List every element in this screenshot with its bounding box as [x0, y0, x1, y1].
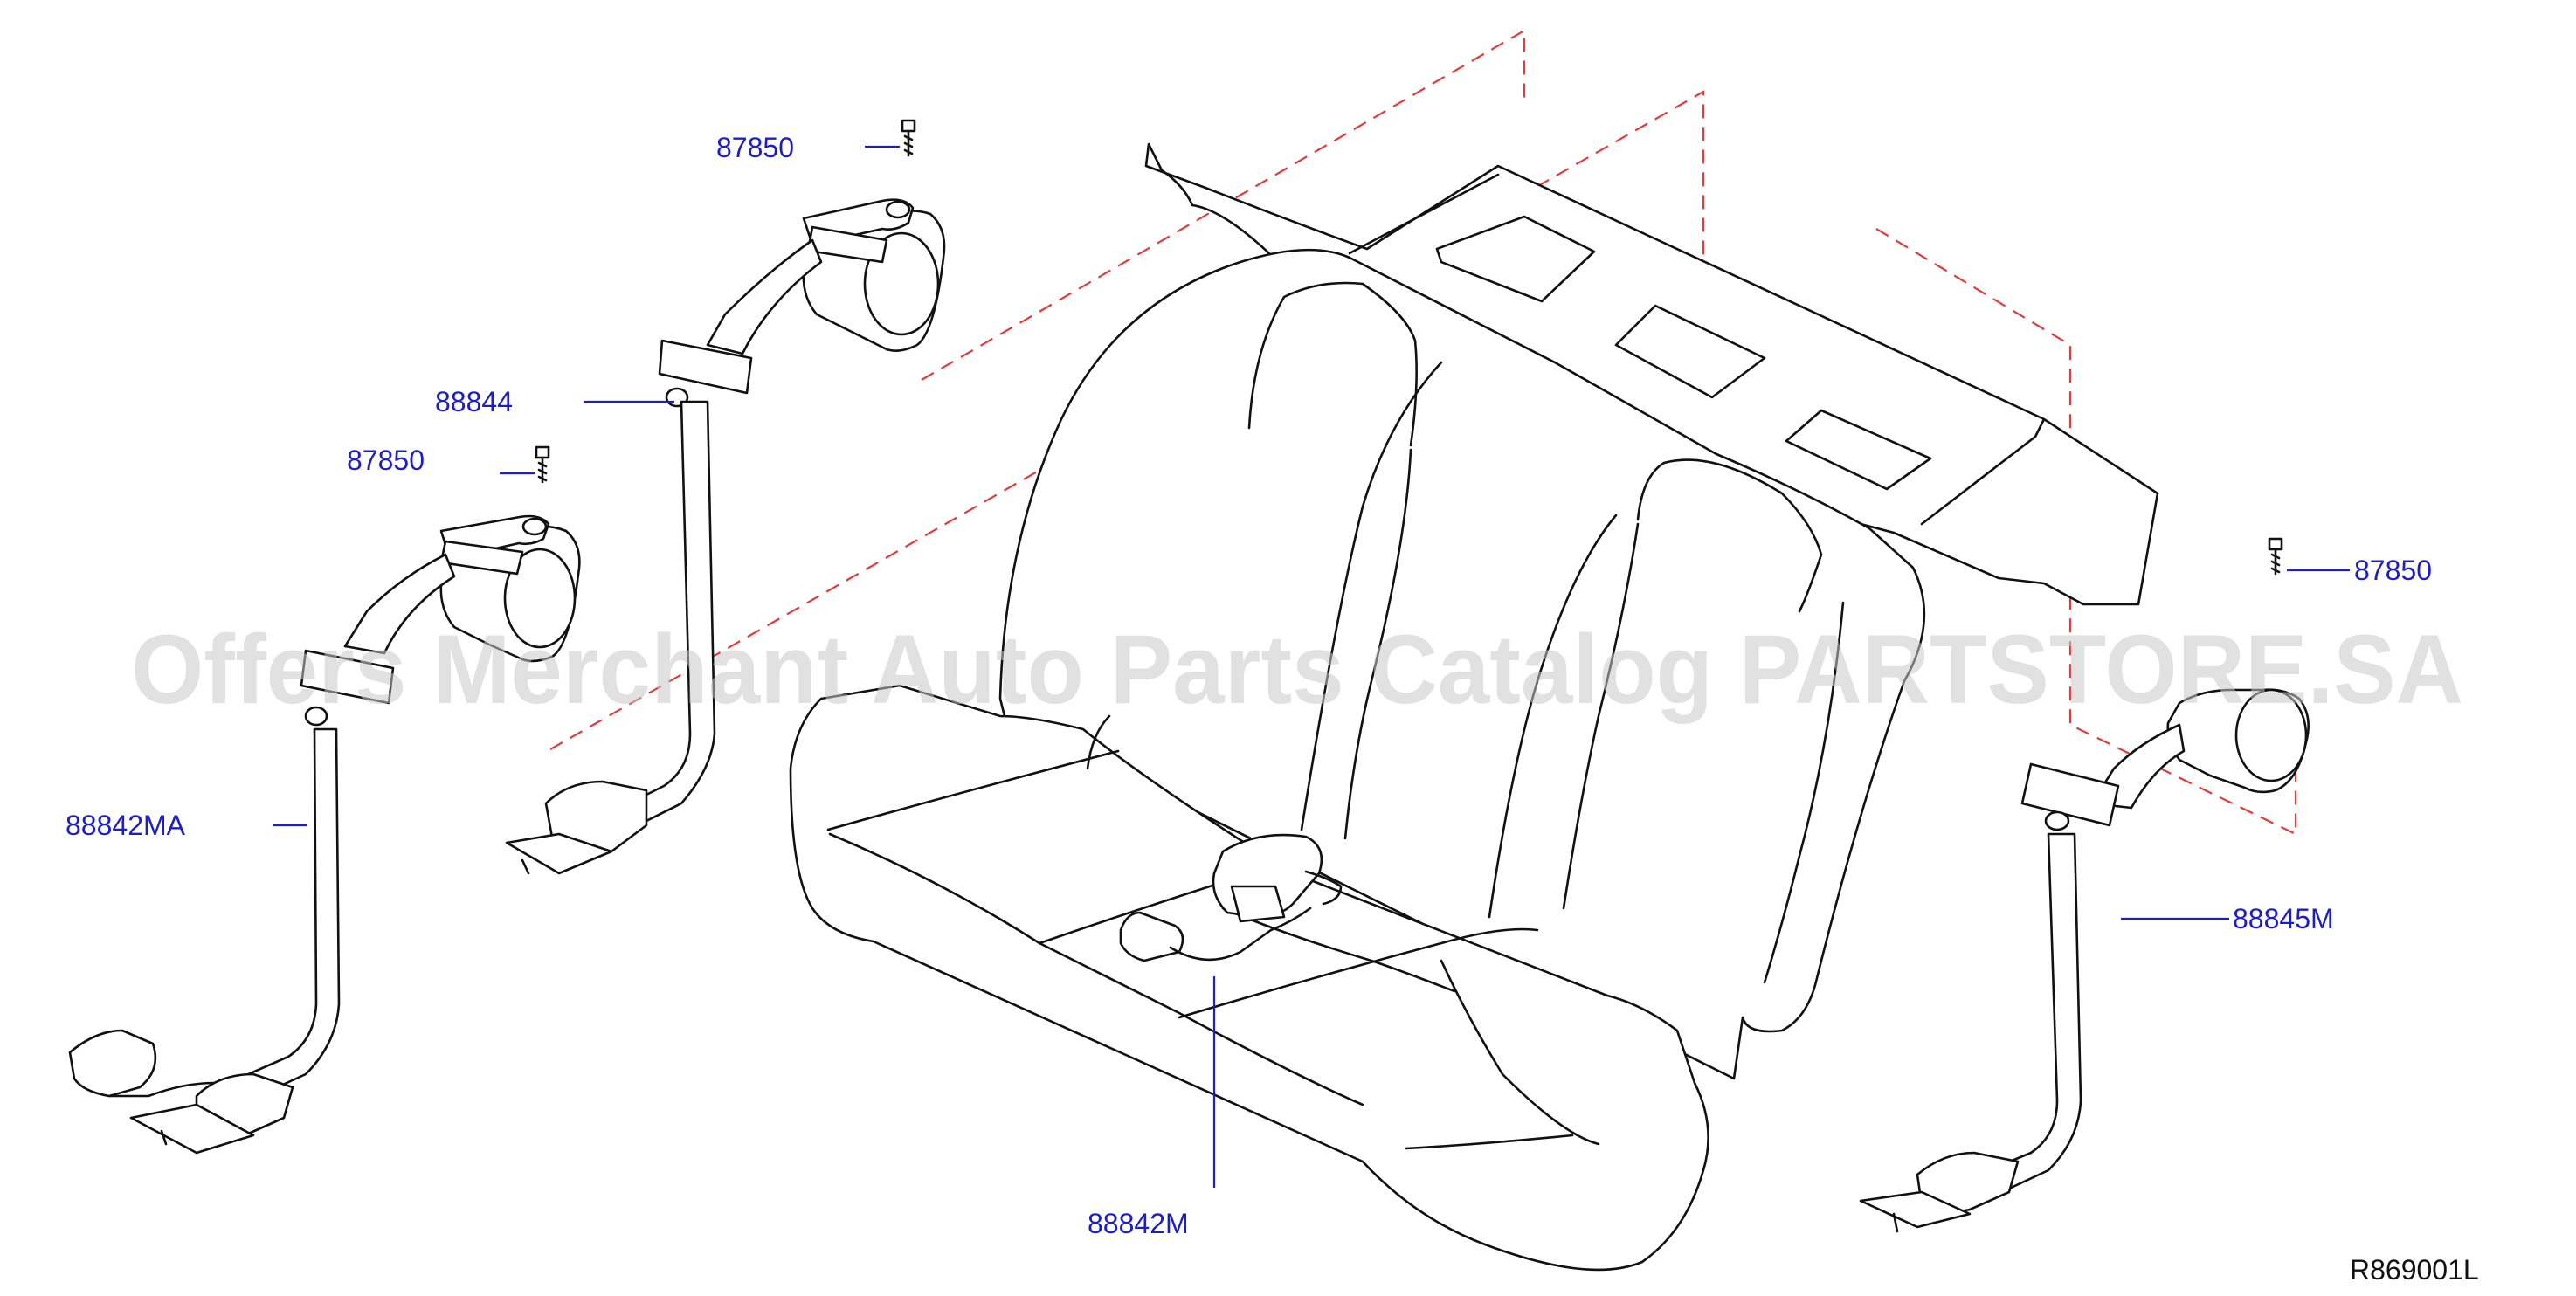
callout-87850-left-lower: 87850 — [347, 445, 425, 476]
belt-left-upper — [505, 198, 946, 875]
callout-87850-left-upper: 87850 — [716, 132, 794, 163]
callout-88842MA: 88842MA — [66, 810, 186, 841]
callout-88844: 88844 — [435, 386, 513, 417]
belt-left-lower — [68, 514, 581, 1155]
callout-leaders — [273, 145, 2350, 1188]
belt-right — [1859, 688, 2310, 1233]
callout-88845M: 88845M — [2233, 903, 2334, 934]
callout-88842M: 88842M — [1088, 1208, 1189, 1239]
callout-87850-right: 87850 — [2354, 555, 2432, 586]
center-buckle — [1119, 833, 1343, 962]
diagram-id: R869001L — [2350, 1254, 2479, 1286]
rear-parcel-shelf — [1144, 142, 2159, 606]
seat-back — [998, 248, 1926, 1080]
bolt-87850-left-upper — [901, 119, 916, 157]
seat-cushion — [789, 684, 1709, 1272]
bolt-87850-right — [2268, 537, 2283, 576]
bolt-87850-left-lower — [535, 445, 550, 484]
watermark-text: Offers Merchant Auto Parts Catalog PARTS… — [131, 615, 2463, 724]
